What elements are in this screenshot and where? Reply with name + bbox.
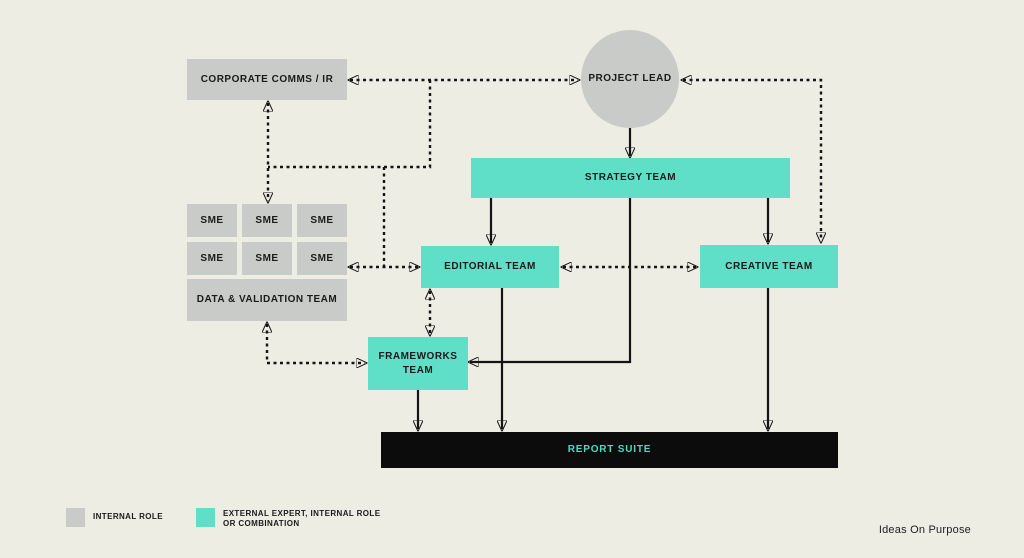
legend: INTERNAL ROLE EXTERNAL EXPERT, INTERNAL … <box>66 508 388 530</box>
internal-role-swatch <box>66 508 85 527</box>
node-project-lead: PROJECT LEAD <box>581 30 679 128</box>
node-label: REPORT SUITE <box>567 444 652 456</box>
node-label: SME <box>255 252 279 264</box>
internal-role-label: INTERNAL ROLE <box>93 512 163 522</box>
node-label: SME <box>310 252 334 264</box>
arrow-strategy-to-frameworks <box>470 198 632 362</box>
node-sme-4: SME <box>187 242 237 275</box>
node-sme-1: SME <box>187 204 237 237</box>
node-report-suite: REPORT SUITE <box>381 432 838 468</box>
node-label: SME <box>200 214 224 226</box>
node-label: DATA & VALIDATION TEAM <box>196 294 338 306</box>
legend-item-external-expert: EXTERNAL EXPERT, INTERNAL ROLE OR COMBIN… <box>195 508 388 530</box>
node-sme-3: SME <box>297 204 347 237</box>
node-frameworks-team: FRAMEWORKS TEAM <box>368 337 468 390</box>
node-strategy-team: STRATEGY TEAM <box>471 158 790 198</box>
node-label: PROJECT LEAD <box>588 73 672 85</box>
node-label: FRAMEWORKS TEAM <box>378 351 458 376</box>
node-label: EDITORIAL TEAM <box>444 261 536 273</box>
credit-ideas-on-purpose: Ideas On Purpose <box>878 524 971 536</box>
node-label: CORPORATE COMMS / IR <box>200 73 334 85</box>
node-sme-6: SME <box>297 242 347 275</box>
legend-item-internal-role: INTERNAL ROLE <box>66 508 163 527</box>
external-expert-label: EXTERNAL EXPERT, INTERNAL ROLE OR COMBIN… <box>222 509 381 529</box>
node-label: SME <box>255 214 279 226</box>
node-data-validation-team: DATA & VALIDATION TEAM <box>187 279 347 321</box>
node-label: STRATEGY TEAM <box>584 172 677 184</box>
node-sme-2: SME <box>242 204 292 237</box>
node-corporate-comms-ir: CORPORATE COMMS / IR <box>187 59 347 100</box>
node-creative-team: CREATIVE TEAM <box>700 245 838 288</box>
dashed-datavalidation-frameworks <box>267 324 365 363</box>
node-editorial-team: EDITORIAL TEAM <box>421 246 559 288</box>
node-sme-5: SME <box>242 242 292 275</box>
external-expert-swatch <box>195 508 215 527</box>
dashed-branch-down-left <box>268 80 432 169</box>
node-label: SME <box>310 214 334 226</box>
dashed-projectlead-creative <box>683 80 821 241</box>
node-label: SME <box>200 252 224 264</box>
node-label: CREATIVE TEAM <box>725 260 813 272</box>
